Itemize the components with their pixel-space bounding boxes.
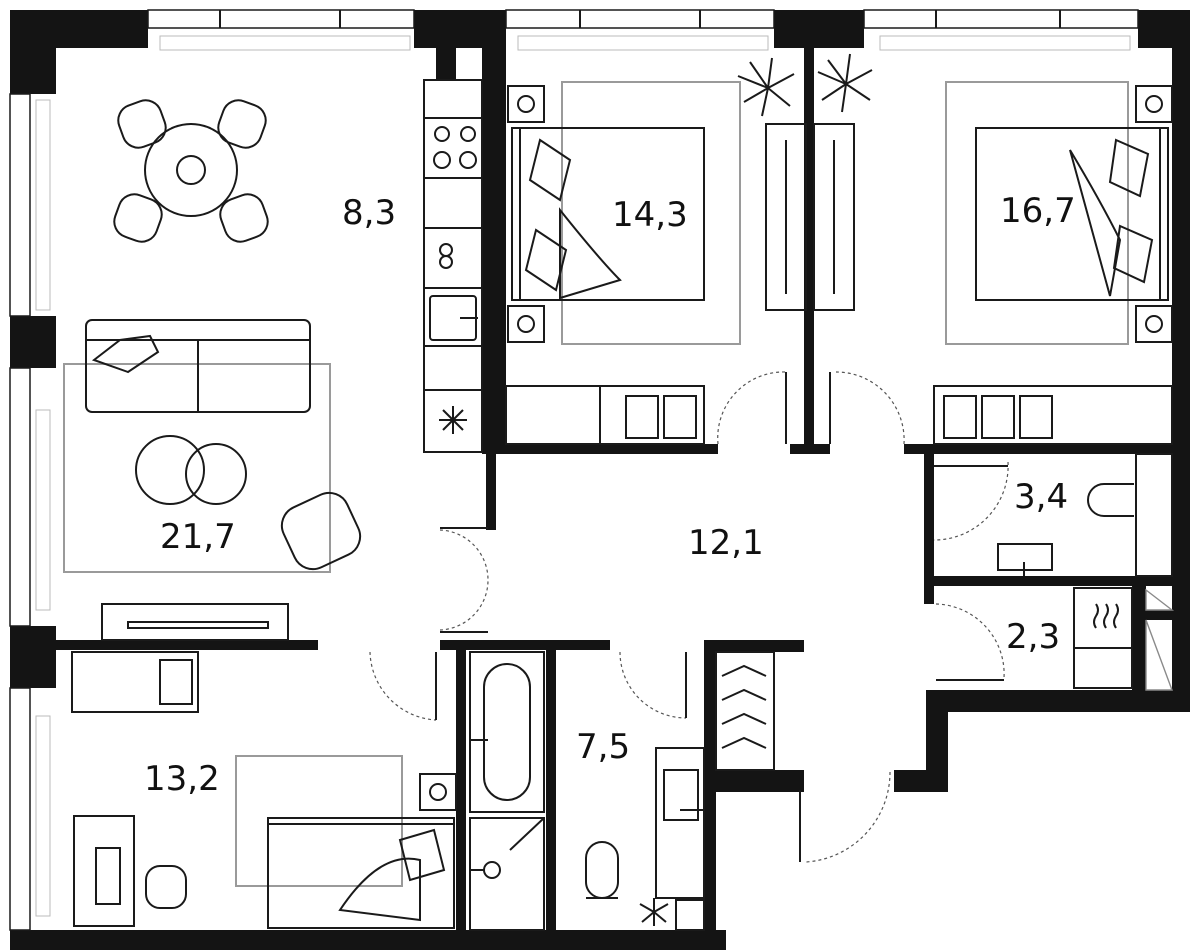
bathroom-fixtures [469,651,775,931]
room-area-bedroom-3: 13,2 [144,759,220,799]
room-area-living-room: 21,7 [160,517,236,557]
room-labels: 8,3 14,3 16,7 21,7 12,1 3,4 2,3 7,5 13,2 [144,191,1076,799]
bedroom-2-furniture [813,53,1173,445]
bedroom-1-furniture [505,57,807,445]
dining-table [113,99,269,243]
room-area-bedroom-1: 14,3 [612,195,688,235]
windows [9,9,1139,931]
kitchen-counter [423,79,483,453]
room-area-bathroom: 7,5 [576,727,630,767]
room-area-kitchen: 8,3 [342,193,396,233]
room-area-bedroom-2: 16,7 [1000,191,1076,231]
room-area-hallway: 12,1 [688,523,764,563]
living-furniture [63,319,362,641]
room-area-bathroom-small: 3,4 [1014,477,1068,517]
doors [369,371,1009,863]
room-area-laundry: 2,3 [1006,617,1060,657]
small-bathroom-fixtures [997,453,1175,691]
bedroom-3-furniture [71,651,457,929]
